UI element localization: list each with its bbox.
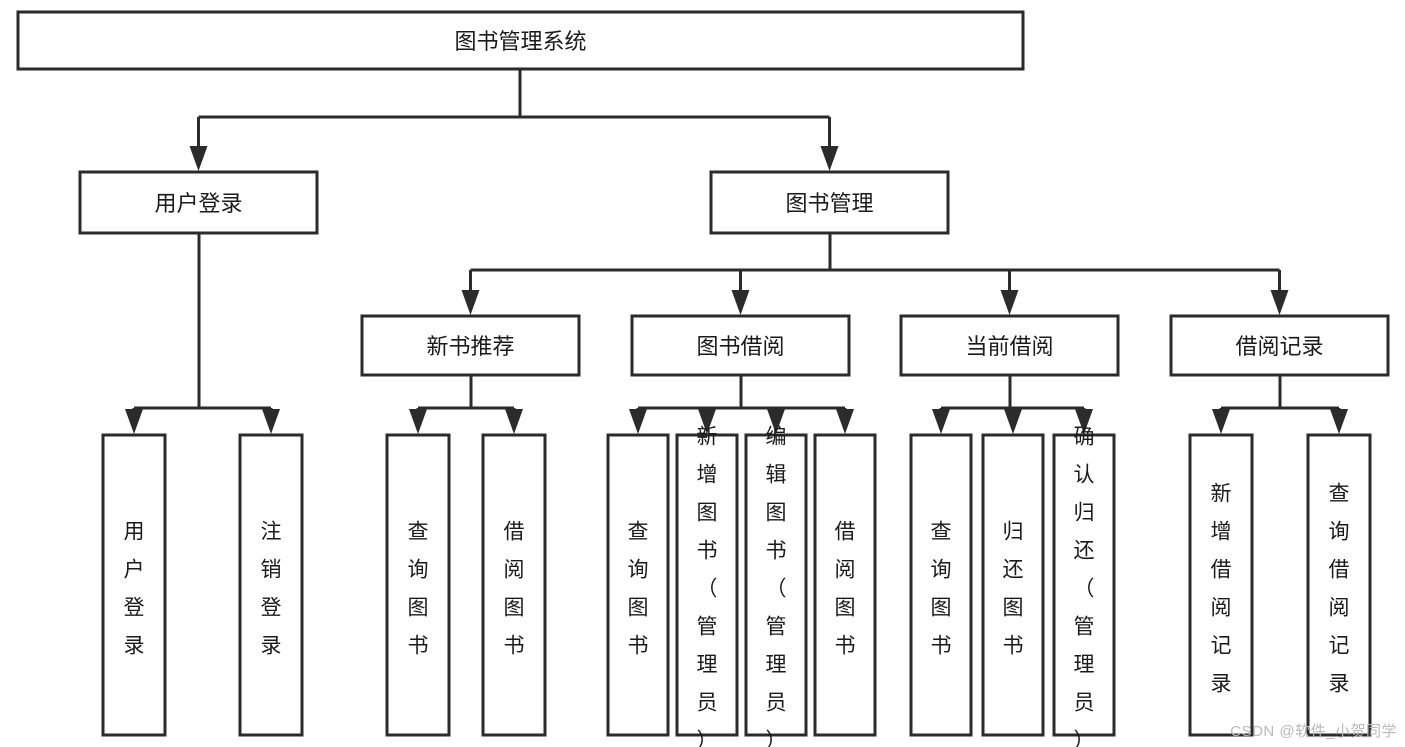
node-login[interactable]: 用户登录 [78, 170, 319, 235]
node-label: 注销登录 [261, 521, 282, 658]
arrow-head-icon [1075, 409, 1093, 434]
arrow-head-icon [125, 409, 143, 434]
node-leaf-borrow-book-2[interactable]: 借阅图书 [813, 433, 877, 737]
node-box[interactable] [238, 433, 304, 737]
arrow-head-icon [1330, 409, 1348, 434]
node-label: 图书管理系统 [454, 29, 586, 54]
node-leaf-return-book[interactable]: 归还图书 [981, 433, 1045, 737]
node-label: 查询图书 [628, 521, 649, 658]
node-label: 图书借阅 [696, 334, 784, 359]
node-label: 借阅图书 [504, 521, 525, 658]
node-box[interactable] [744, 433, 808, 737]
connector-root [189, 69, 839, 171]
node-leaf-borrow-book-1[interactable]: 借阅图书 [481, 433, 547, 737]
arrow-head-icon [1000, 290, 1019, 315]
node-label: 借阅图书 [835, 521, 856, 658]
node-box[interactable] [1188, 433, 1254, 737]
node-box[interactable] [813, 433, 877, 737]
node-leaf-add-book[interactable]: 新增图书（管理员） [675, 426, 739, 747]
node-label: 归还图书 [1003, 521, 1024, 658]
node-label: 查询借阅记录 [1329, 483, 1350, 696]
node-label: 当前借阅 [965, 334, 1053, 359]
connector-login [125, 233, 280, 434]
arrow-head-icon [629, 409, 647, 434]
node-label: 查询图书 [931, 521, 952, 658]
arrow-head-icon [820, 146, 839, 171]
arrow-head-icon [932, 409, 950, 434]
node-label: 新增图书（管理员） [697, 426, 718, 747]
node-borrow[interactable]: 图书借阅 [630, 314, 851, 377]
node-box[interactable] [899, 314, 1120, 377]
node-label: 借阅记录 [1235, 334, 1323, 359]
node-label: 查询图书 [408, 521, 429, 658]
node-box[interactable] [981, 433, 1045, 737]
node-leaf-add-record[interactable]: 新增借阅记录 [1188, 433, 1254, 737]
node-leaf-logout[interactable]: 注销登录 [238, 433, 304, 737]
node-box[interactable] [630, 314, 851, 377]
node-box[interactable] [1306, 433, 1372, 737]
node-box[interactable] [78, 170, 319, 235]
node-records[interactable]: 借阅记录 [1169, 314, 1390, 377]
node-layer: 图书管理系统用户登录图书管理新书推荐图书借阅当前借阅借阅记录用户登录注销登录查询… [16, 10, 1390, 747]
connector-layer [125, 69, 1348, 434]
connector-records [1212, 375, 1348, 434]
node-bookmgmt[interactable]: 图书管理 [709, 170, 950, 235]
node-root[interactable]: 图书管理系统 [16, 10, 1025, 71]
connector-current [932, 375, 1093, 434]
node-box[interactable] [709, 170, 950, 235]
connector-newbook [409, 375, 523, 434]
arrow-head-icon [767, 409, 785, 434]
arrow-head-icon [409, 409, 427, 434]
arrow-head-icon [1212, 409, 1230, 434]
node-label: 新书推荐 [426, 334, 514, 359]
node-box[interactable] [16, 10, 1025, 71]
node-newbook[interactable]: 新书推荐 [360, 314, 581, 377]
node-label: 用户登录 [154, 191, 242, 216]
node-leaf-confirm-return[interactable]: 确认归还（管理员） [1052, 426, 1116, 747]
node-leaf-query-record[interactable]: 查询借阅记录 [1306, 433, 1372, 737]
arrow-head-icon [505, 409, 523, 434]
node-box[interactable] [606, 433, 670, 737]
node-label: 用户登录 [124, 521, 145, 658]
node-leaf-user-login[interactable]: 用户登录 [101, 433, 167, 737]
node-box[interactable] [1052, 433, 1116, 737]
arrow-head-icon [461, 290, 480, 315]
node-box[interactable] [101, 433, 167, 737]
connector-borrow [629, 375, 854, 434]
arrow-head-icon [262, 409, 280, 434]
node-box[interactable] [1169, 314, 1390, 377]
connector-bookmgmt [461, 233, 1289, 315]
node-box[interactable] [481, 433, 547, 737]
node-current[interactable]: 当前借阅 [899, 314, 1120, 377]
node-box[interactable] [675, 433, 739, 737]
arrow-head-icon [189, 146, 208, 171]
node-label: 确认归还（管理员） [1074, 426, 1095, 747]
arrow-head-icon [698, 409, 716, 434]
node-label: 图书管理 [785, 191, 873, 216]
arrow-head-icon [1004, 409, 1022, 434]
node-box[interactable] [360, 314, 581, 377]
node-leaf-query-book-2[interactable]: 查询图书 [606, 433, 670, 737]
arrow-head-icon [731, 290, 750, 315]
node-leaf-query-book-3[interactable]: 查询图书 [909, 433, 973, 737]
node-box[interactable] [909, 433, 973, 737]
node-label: 编辑图书（管理员） [766, 426, 787, 747]
node-label: 新增借阅记录 [1211, 483, 1232, 696]
node-leaf-edit-book[interactable]: 编辑图书（管理员） [744, 426, 808, 747]
arrow-head-icon [1270, 290, 1289, 315]
node-box[interactable] [385, 433, 451, 737]
node-leaf-query-book-1[interactable]: 查询图书 [385, 433, 451, 737]
arrow-head-icon [836, 409, 854, 434]
